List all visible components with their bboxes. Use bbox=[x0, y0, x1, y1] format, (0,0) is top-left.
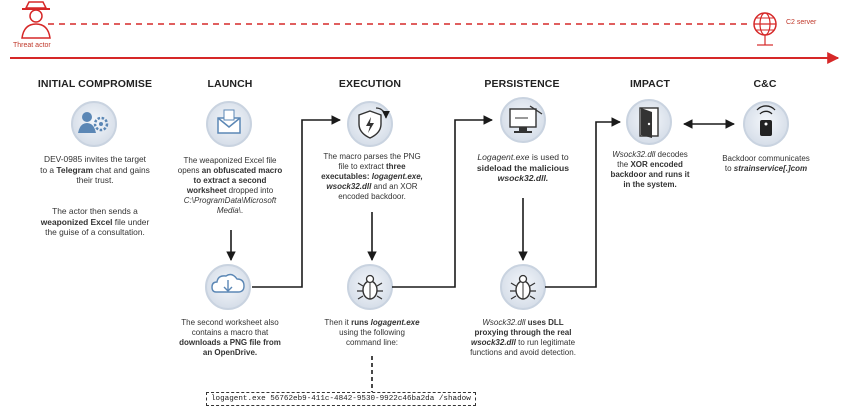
cnc-text: Backdoor communicates to strainservice[.… bbox=[722, 154, 810, 173]
globe-icon bbox=[753, 12, 777, 46]
flow-arrow-to-impact bbox=[545, 117, 621, 288]
cnc-remote-icon bbox=[743, 101, 789, 147]
launch-text-2: The second worksheet also contains a mac… bbox=[179, 318, 281, 357]
impact-text: Wsock32.dll decodes the XOR encoded back… bbox=[610, 150, 690, 189]
stage-title-execution: EXECUTION bbox=[338, 78, 402, 90]
cloud-download-icon bbox=[205, 264, 251, 310]
flow-arrow-to-execution bbox=[252, 115, 341, 288]
flow-arrow-to-persistence bbox=[392, 115, 493, 288]
stage-title-impact: IMPACT bbox=[629, 78, 671, 90]
execution-text-2: Then it runs logagent.exe using the foll… bbox=[324, 318, 420, 347]
stage-title-launch: LAUNCH bbox=[207, 78, 253, 90]
launch-text-1: The weaponized Excel file opens an obfus… bbox=[177, 156, 283, 215]
stage-title-initial-compromise: INITIAL COMPROMISE bbox=[37, 78, 153, 90]
threat-actor-label: Threat actor bbox=[13, 42, 51, 49]
bug-icon-persistence bbox=[500, 264, 546, 310]
persistence-computer-icon bbox=[500, 97, 546, 143]
persistence-text-1: Logagent.exe is used to sideload the mal… bbox=[476, 152, 570, 183]
initial-compromise-text-2: The actor then sends a weaponized Excel … bbox=[40, 206, 150, 237]
stage-title-persistence: PERSISTENCE bbox=[484, 78, 560, 90]
persistence-text-2: Wsock32.dll uses DLL proxying through th… bbox=[470, 318, 576, 357]
stage-title-cnc: C&C bbox=[753, 78, 777, 90]
launch-envelope-icon bbox=[206, 101, 252, 147]
command-line-box: logagent.exe 56762eb9-411c-4842-9530-992… bbox=[206, 392, 476, 406]
initial-compromise-icon bbox=[71, 101, 117, 147]
initial-compromise-text-1: DEV-0985 invites the target to a Telegra… bbox=[40, 154, 150, 185]
execution-shield-icon bbox=[347, 101, 393, 147]
impact-door-icon bbox=[626, 99, 672, 145]
bug-icon-execution bbox=[347, 264, 393, 310]
c2-server-label: C2 server bbox=[786, 19, 817, 26]
threat-actor-icon bbox=[21, 1, 51, 39]
execution-text-1: The macro parses the PNG file to extract… bbox=[321, 152, 423, 201]
